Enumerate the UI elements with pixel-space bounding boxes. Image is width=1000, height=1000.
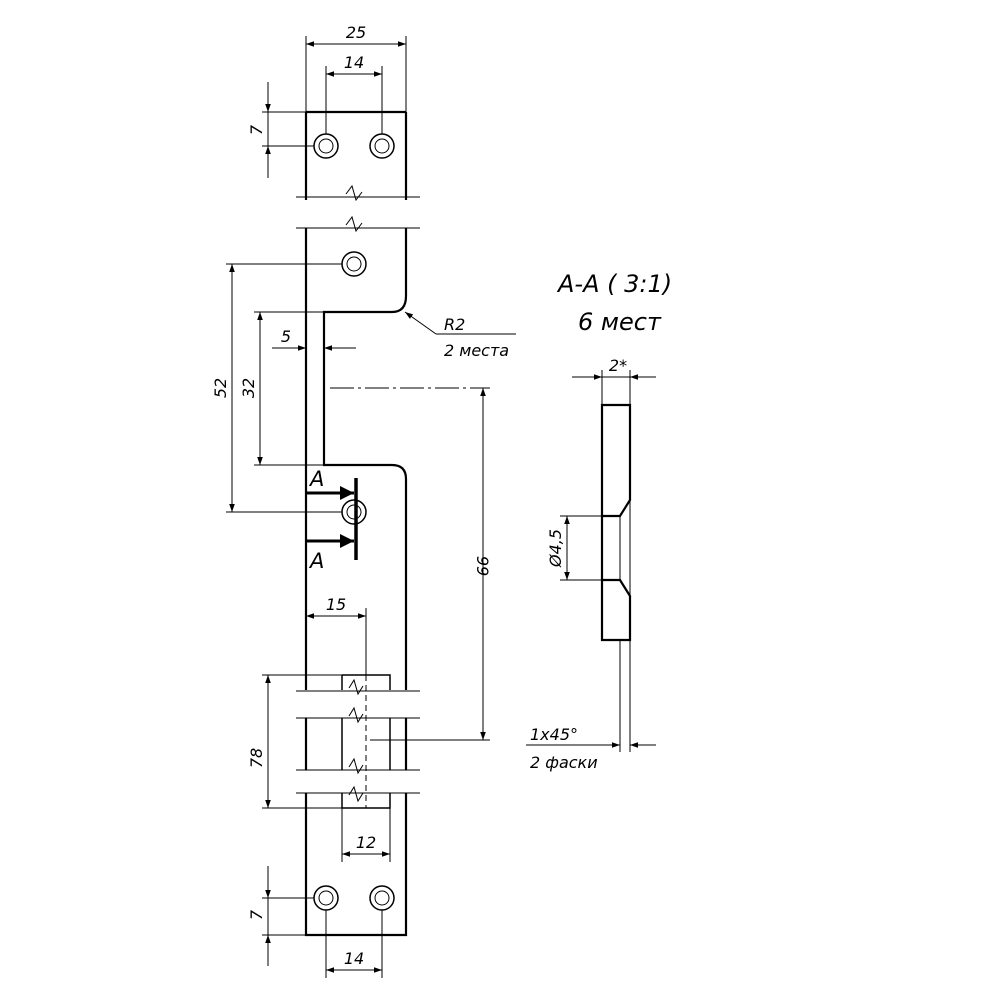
dim-diameter: Ø4,5 <box>546 529 565 568</box>
hole-bottom-right <box>369 885 395 911</box>
dim-width-25: 25 <box>346 23 366 42</box>
dim-holes-14-top: 14 <box>344 53 364 72</box>
dim-width-15: 15 <box>326 595 346 614</box>
dim-length-99: 99 <box>473 556 492 576</box>
hole-middle <box>341 499 367 525</box>
chamfer-count-label: 2 фаски <box>530 753 598 772</box>
hole-top-right <box>369 133 395 159</box>
dim-offset-7-top: 7 <box>247 124 266 135</box>
dim-width-12: 12 <box>356 833 376 852</box>
dim-height-52: 52 <box>211 378 230 398</box>
hole-top-left <box>313 133 339 159</box>
section-cut-mark: А А <box>306 467 358 573</box>
dim-offset-5: 5 <box>281 327 291 346</box>
dim-height-32: 32 <box>239 378 258 398</box>
dim-holes-14-bottom: 14 <box>344 949 364 968</box>
dim-length-78: 78 <box>247 748 266 768</box>
section-letter-top: А <box>308 467 324 491</box>
part-outline <box>296 110 420 937</box>
section-letter-bottom: А <box>308 549 324 573</box>
dim-thickness-2: 2* <box>609 356 627 375</box>
section-title: А-А ( 3:1) <box>556 270 672 298</box>
radius-places-label: 2 места <box>444 341 509 360</box>
dimensions: 25 14 7 52 32 5 99 15 <box>211 23 492 978</box>
mounting-holes <box>313 133 395 911</box>
hole-upper-single <box>341 251 367 277</box>
hole-bottom-left <box>313 885 339 911</box>
radius-label: R2 <box>444 315 465 334</box>
dim-offset-7-bottom: 7 <box>247 909 266 920</box>
radius-callout: R2 2 места <box>404 311 516 360</box>
section-subtitle: 6 мест <box>578 308 662 336</box>
section-view: А-А ( 3:1) 6 мест 2* Ø4,5 1x45° 2 фаски <box>526 270 672 772</box>
chamfer-label: 1x45° <box>530 725 578 744</box>
